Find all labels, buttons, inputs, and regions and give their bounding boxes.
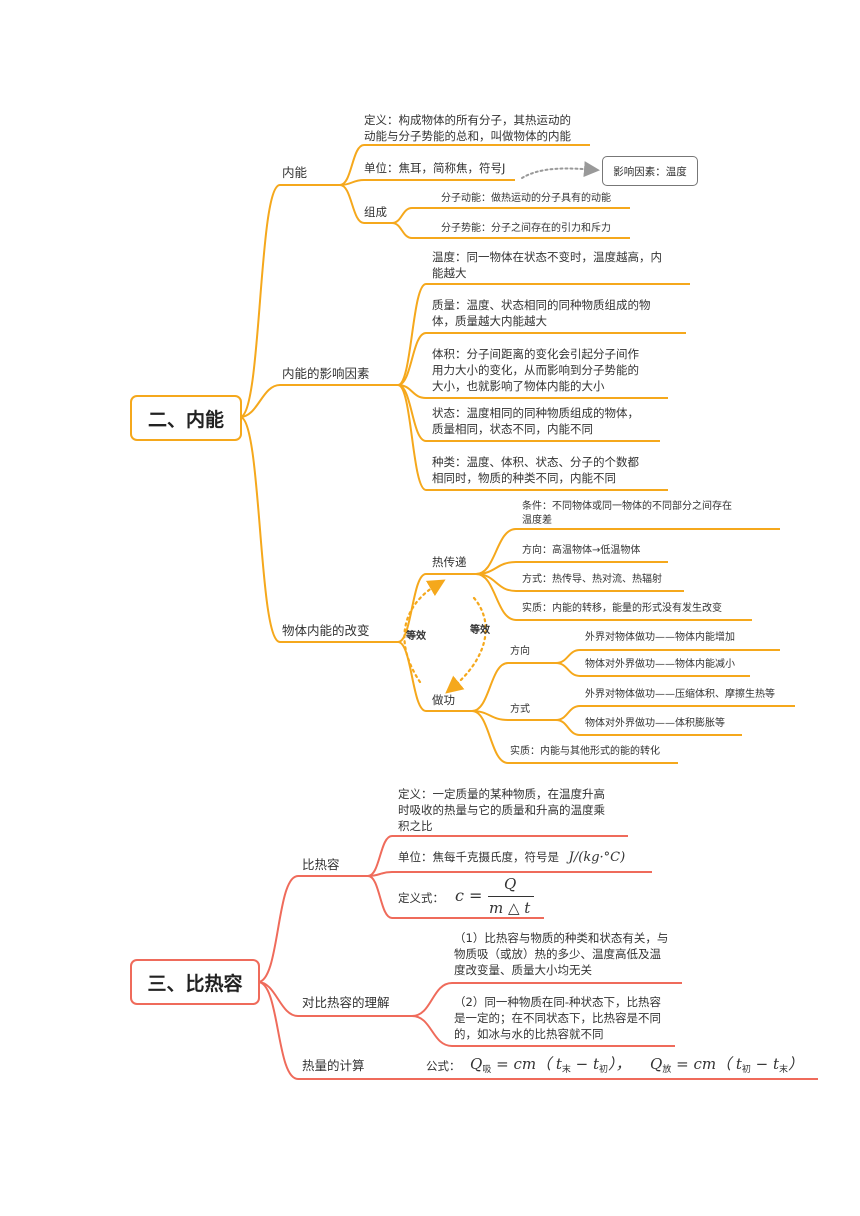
sh-definition-2: 时吸收的热量与它的质量和升高的温度乘 [398,803,605,817]
root-node-specific-heat[interactable]: 三、比热容 [130,959,260,1005]
work-method-node[interactable]: 方式 [510,704,530,715]
understanding-1-line-3: 度改变量、质量大小均无关 [454,963,592,977]
equivalence-label-right: 等效 [470,625,490,636]
heat-transfer-node[interactable]: 热传递 [432,555,467,569]
factor-state-2: 质量相同，状态不同，内能不同 [432,422,593,436]
molecular-potential-energy: 分子势能：分子之间存在的引力和斥力 [441,223,611,234]
heat-methods: 方式：热传导、热对流、热辐射 [522,574,662,585]
heat-condition-2: 温度差 [522,515,552,526]
work-direction-node[interactable]: 方向 [510,646,530,657]
work-method-1: 外界对物体做功——压缩体积、摩擦生热等 [585,689,775,700]
sh-unit-text: 单位：焦每千克摄氏度，符号是 [398,850,559,864]
sh-definition-1: 定义：一定质量的某种物质，在温度升高 [398,787,605,801]
heat-formula-release: Q放 = cm（ t初 − t末） [650,1055,804,1075]
sh-formula-fraction-bar [488,896,534,898]
understanding-2-line-2: 是一定的；在不同状态下，比热容是不同 [454,1011,661,1025]
factor-temperature-2: 能越大 [432,266,467,280]
work-direction-2: 物体对外界做功——物体内能减小 [585,659,735,670]
factor-volume-2: 用力大小的变化，从而影响到分子势能的 [432,363,639,377]
sh-unit: 单位：焦每千克摄氏度，符号是 J/(kg·°C) [398,849,625,868]
factor-volume-1: 体积：分子间距离的变化会引起分子间作 [432,347,639,361]
branch-specific-heat[interactable]: 比热容 [302,857,340,872]
factor-temperature-1: 温度：同一物体在状态不变时，温度越高，内 [432,250,662,264]
composition-node[interactable]: 组成 [364,205,387,219]
sh-formula-lhs: c = [455,886,483,905]
sh-formula-label: 定义式： [398,891,444,905]
work-method-2: 物体对外界做功——体积膨胀等 [585,718,725,729]
work-essence: 实质：内能与其他形式的能的转化 [510,746,660,757]
heat-formula-absorb: Q吸 = cm（ t末 − t初）， [470,1055,631,1075]
unit-node: 单位：焦耳，简称焦，符号J [364,161,506,175]
branch-change-of-internal-energy[interactable]: 物体内能的改变 [282,623,370,638]
sh-formula-numerator: Q [504,875,517,893]
understanding-2-line-1: （2）同一种物质在同-种状态下，比热容 [454,995,661,1009]
heat-condition-1: 条件：不同物体或同一物体的不同部分之间存在 [522,501,732,512]
work-direction-1: 外界对物体做功——物体内能增加 [585,632,735,643]
branch-internal-energy[interactable]: 内能 [282,165,308,180]
definition-line-1: 定义：构成物体的所有分子，其热运动的 [364,113,571,127]
factor-mass-1: 质量：温度、状态相同的同种物质组成的物 [432,298,651,312]
factor-volume-3: 大小，也就影响了物体内能的大小 [432,379,605,393]
branch-influence-factors[interactable]: 内能的影响因素 [282,366,370,381]
factor-kind-2: 相同时，物质的种类不同，内能不同 [432,471,616,485]
definition-line-2: 动能与分子势能的总和，叫做物体的内能 [364,129,571,143]
sh-definition-3: 积之比 [398,819,433,833]
heat-essence: 实质：内能的转移，能量的形式没有发生改变 [522,603,722,614]
root-node-internal-energy[interactable]: 二、内能 [130,395,242,441]
factor-mass-2: 体，质量越大内能越大 [432,314,547,328]
molecular-kinetic-energy: 分子动能：做热运动的分子具有的动能 [441,193,611,204]
heat-direction: 方向：高温物体→低温物体 [522,545,641,556]
sh-formula-denominator: m △ t [489,899,531,917]
understanding-2-line-3: 的，如冰与水的比热容就不同 [454,1027,604,1041]
work-node[interactable]: 做功 [432,693,455,707]
understanding-1-line-2: 物质吸（或放）热的多少、温度高低及温 [454,947,661,961]
heat-formula-label: 公式： [426,1059,461,1073]
understanding-1-line-1: （1）比热容与物质的种类和状态有关，与 [454,931,669,945]
equivalence-label-left: 等效 [406,631,426,642]
branch-heat-calculation[interactable]: 热量的计算 [302,1058,365,1073]
factor-state-1: 状态：温度相同的同种物质组成的物体， [432,406,639,420]
callout-influence-factor: 影响因素：温度 [602,156,698,186]
branch-understanding[interactable]: 对比热容的理解 [302,995,390,1010]
sh-unit-symbol: J/(kg·°C) [568,850,626,865]
factor-kind-1: 种类：温度、体积、状态、分子的个数都 [432,455,639,469]
